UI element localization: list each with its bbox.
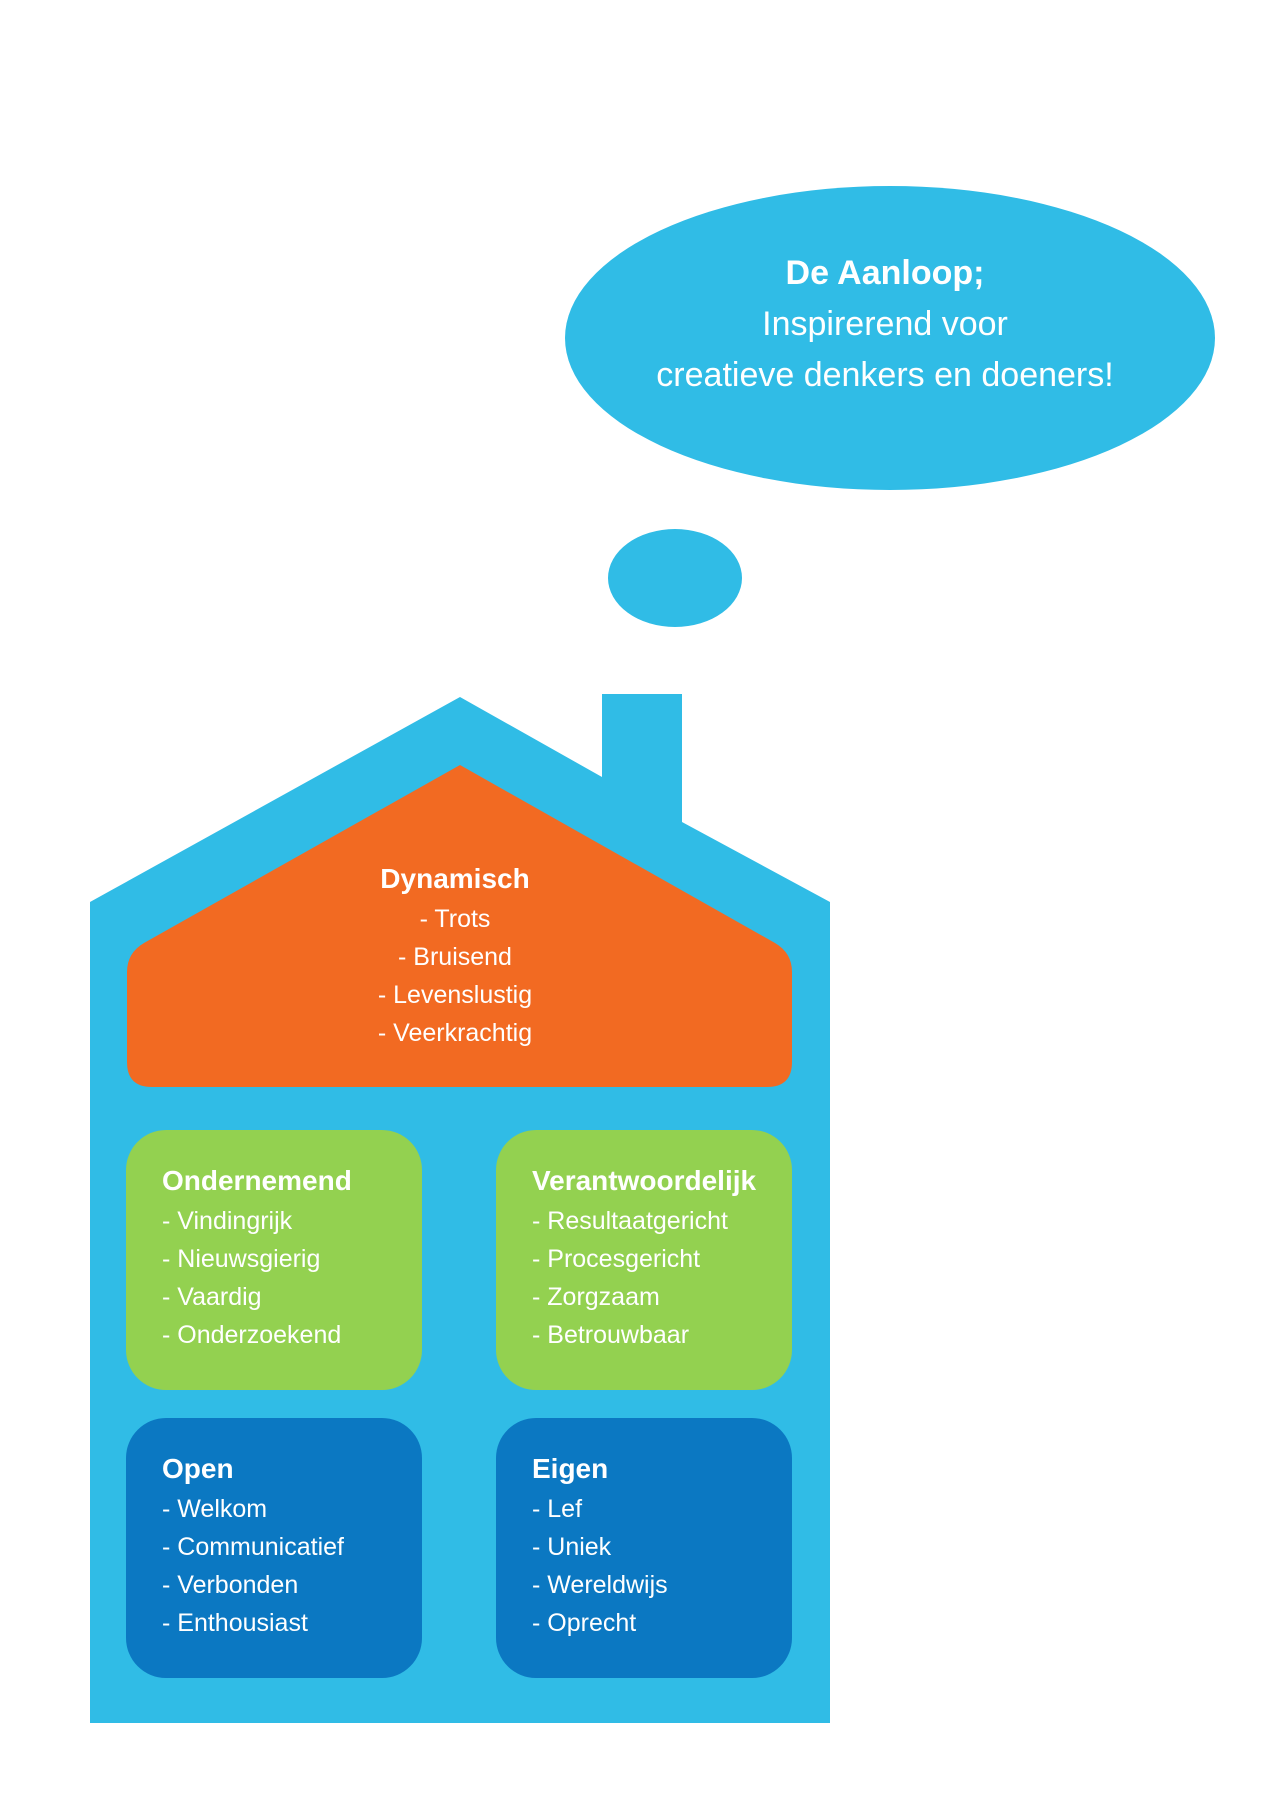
roof-item: - Veerkrachtig [377, 1019, 533, 1047]
box-item: - Vindingrijk [162, 1207, 293, 1235]
roof-item: - Levenslustig [377, 981, 533, 1009]
box-item: - Lef [532, 1495, 583, 1523]
box-item: - Zorgzaam [532, 1283, 660, 1311]
box-item: - Uniek [532, 1533, 612, 1561]
bubble-title: De Aanloop; [785, 254, 985, 292]
roof-text: Dynamisch - Trots - Bruisend - Levenslus… [330, 858, 580, 1052]
box-title: Open [162, 1453, 234, 1484]
bubble-text: De Aanloop; Inspirerend voor creatieve d… [565, 248, 1205, 401]
box-item: - Verbonden [162, 1571, 299, 1599]
box-item: - Nieuwsgierig [162, 1245, 321, 1273]
box-item: - Communicatief [162, 1533, 344, 1561]
box-item: - Welkom [162, 1495, 268, 1523]
roof-item: - Trots [419, 905, 491, 933]
box-item: - Oprecht [532, 1609, 637, 1637]
box-title: Verantwoordelijk [532, 1165, 757, 1196]
box-item: - Enthousiast [162, 1609, 308, 1637]
roof-panel [127, 765, 792, 1087]
thought-bubble-small [608, 529, 742, 627]
bubble-line-2: creatieve denkers en doeners! [656, 356, 1114, 394]
box-title: Ondernemend [162, 1165, 352, 1196]
box-item: - Procesgericht [532, 1245, 701, 1273]
box-ondernemend: Ondernemend - Vindingrijk - Nieuwsgierig… [126, 1130, 422, 1390]
box-open: Open - Welkom - Communicatief - Verbonde… [126, 1418, 422, 1678]
box-eigen: Eigen - Lef - Uniek - Wereldwijs - Oprec… [496, 1418, 792, 1678]
box-title: Eigen [532, 1453, 609, 1484]
thought-bubble [565, 186, 1215, 490]
box-item: - Resultaatgericht [532, 1207, 728, 1235]
box-item: - Onderzoekend [162, 1321, 342, 1349]
box-item: - Vaardig [162, 1283, 262, 1311]
box-verantwoordelijk: Verantwoordelijk - Resultaatgericht - Pr… [496, 1130, 792, 1390]
box-item: - Betrouwbaar [532, 1321, 690, 1349]
roof-title: Dynamisch [380, 863, 530, 894]
bubble-line-1: Inspirerend voor [762, 305, 1008, 343]
roof-item: - Bruisend [398, 943, 512, 971]
box-item: - Wereldwijs [532, 1571, 668, 1599]
